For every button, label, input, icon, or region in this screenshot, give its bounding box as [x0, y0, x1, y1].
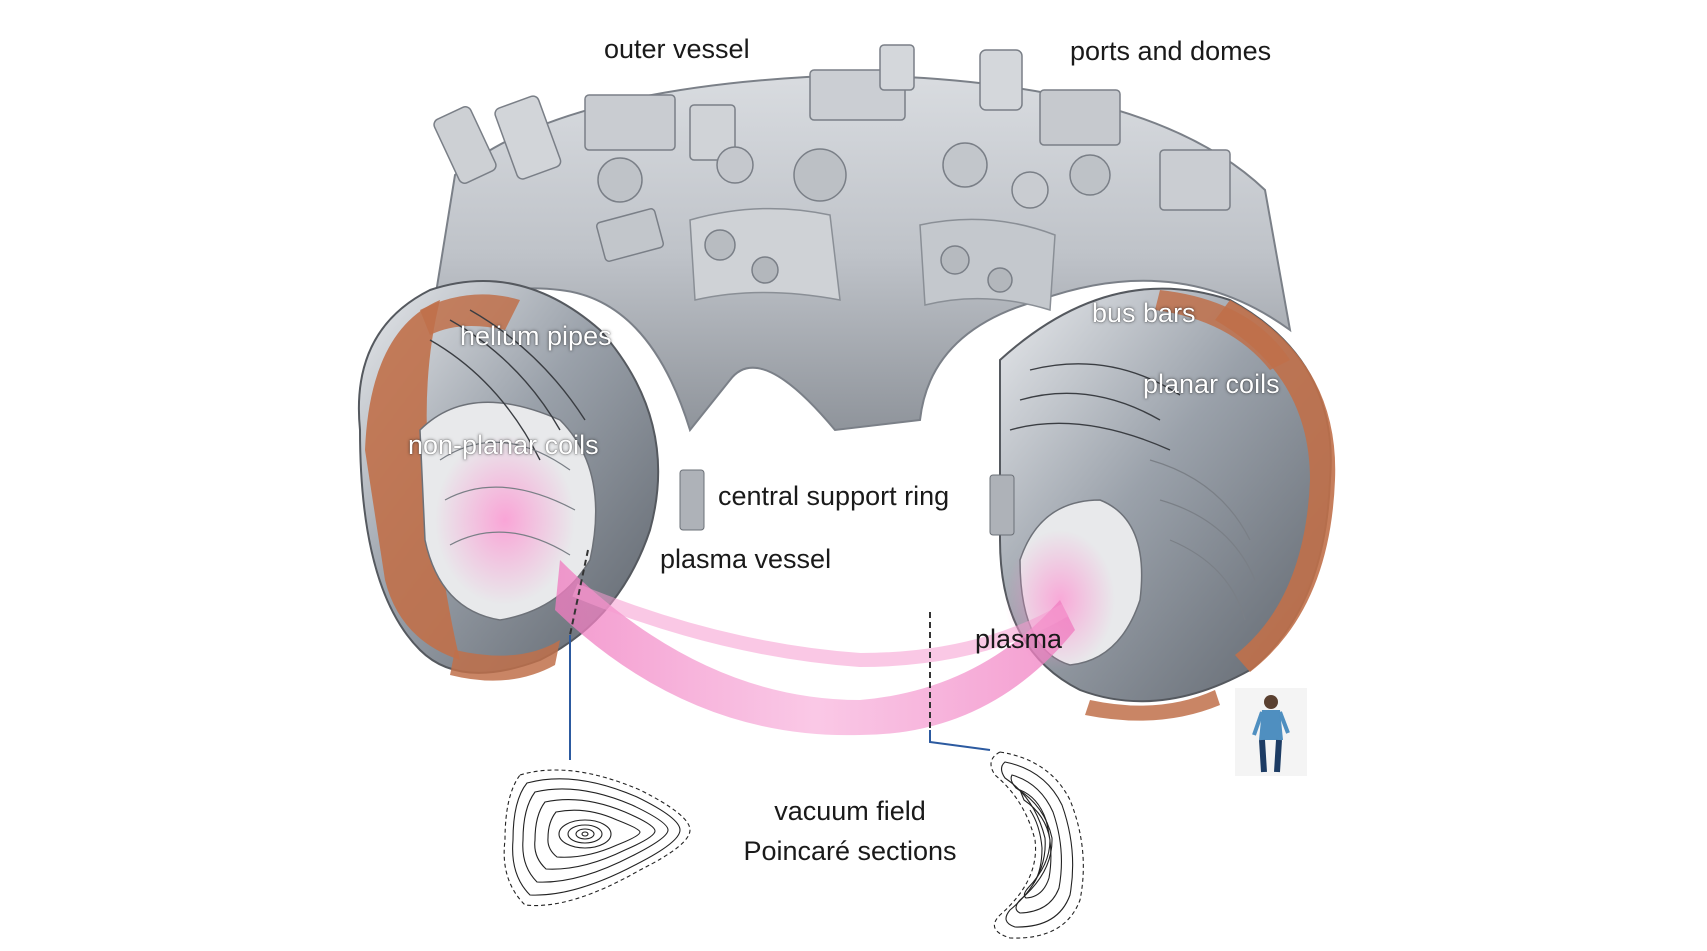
poincare-section-left: [503, 769, 691, 907]
label-bus-bars: bus bars: [1092, 298, 1196, 328]
label-helium-pipes: helium pipes: [460, 321, 612, 351]
central-support-ring: [679, 469, 1015, 536]
label-poincare-sections: Poincaré sections: [743, 836, 957, 866]
section-indicators: [569, 549, 991, 760]
person-scale-figure: [1235, 688, 1307, 776]
poincare-section-right: [990, 751, 1084, 939]
label-outer-vessel: outer vessel: [604, 34, 750, 64]
label-plasma: plasma: [975, 624, 1063, 654]
plasma-ribbon: [555, 560, 1075, 736]
ports-and-domes: [433, 44, 1231, 293]
label-central-support-ring: central support ring: [718, 481, 950, 511]
label-plasma-vessel: plasma vessel: [660, 544, 832, 574]
label-ports-and-domes: ports and domes: [1070, 36, 1272, 66]
label-vacuum-field: vacuum field: [774, 796, 926, 826]
label-planar-coils: planar coils: [1143, 369, 1280, 399]
label-non-planar-coils: non-planar coils: [408, 430, 599, 460]
